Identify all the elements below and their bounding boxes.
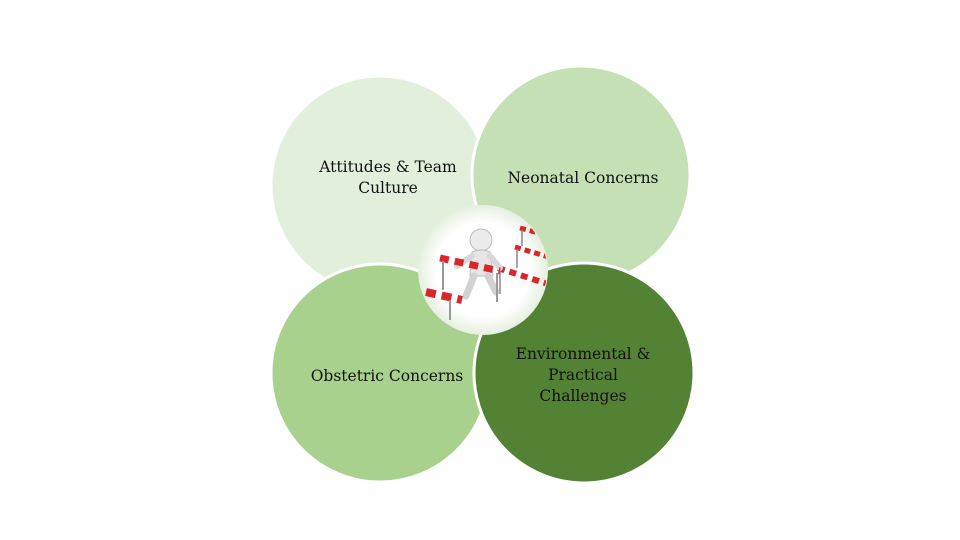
label-obstetric-concerns: Obstetric Concerns — [306, 366, 468, 387]
label-attitudes-team-culture: Attitudes & Team Culture — [308, 157, 468, 199]
label-environmental-practical-challenges: Environmental & Practical Challenges — [503, 344, 663, 407]
label-neonatal-concerns: Neonatal Concerns — [500, 168, 666, 189]
